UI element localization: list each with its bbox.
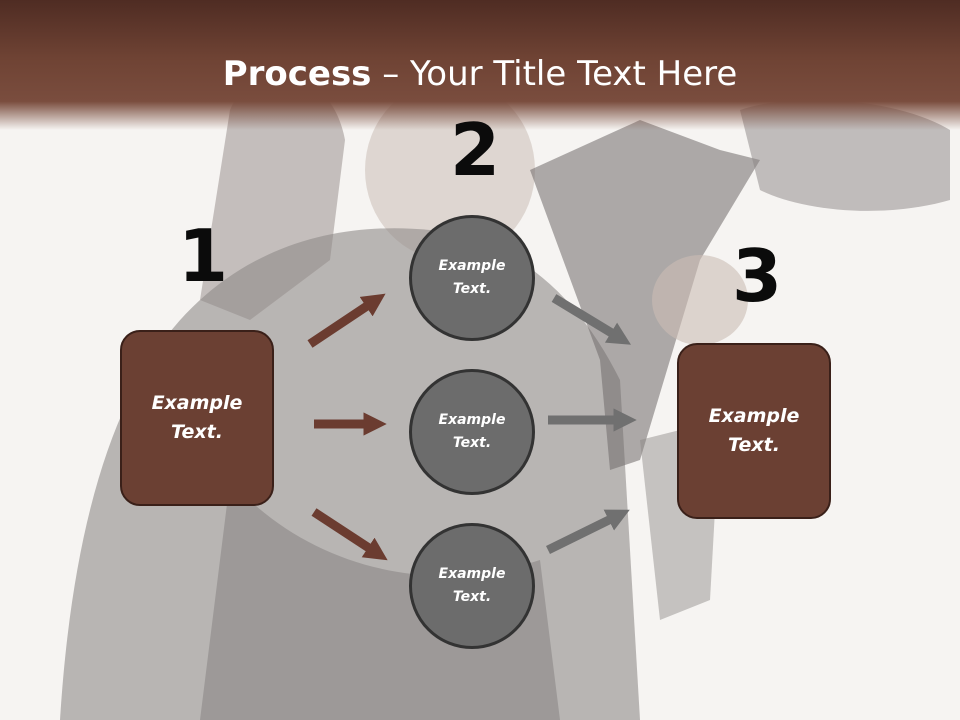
arrow-right-top — [551, 294, 632, 345]
slide-title: Process – Your Title Text Here — [0, 52, 960, 96]
step-3-text: Example Text. — [708, 405, 800, 456]
middle-circle-center-text: Example Text. — [438, 412, 506, 451]
arrow-right-bottom — [546, 509, 630, 555]
step-3-box: Example Text. — [677, 343, 831, 519]
middle-circle-top: Example Text. — [409, 215, 535, 341]
middle-circle-bottom: Example Text. — [409, 523, 535, 649]
step-number-3: 3 — [732, 234, 783, 318]
step-1-box: Example Text. — [120, 330, 274, 506]
title-bar — [0, 0, 960, 130]
middle-circle-bottom-text: Example Text. — [438, 566, 506, 605]
arrow-left-top — [307, 293, 386, 348]
arrow-left-bottom — [311, 508, 388, 561]
step-number-2: 2 — [450, 108, 501, 192]
step-1-text: Example Text. — [151, 392, 243, 443]
title-rest: – Your Title Text Here — [371, 54, 738, 94]
step-number-1: 1 — [178, 214, 229, 298]
middle-circle-top-text: Example Text. — [438, 258, 506, 297]
middle-circle-center: Example Text. — [409, 369, 535, 495]
title-bold: Process — [222, 54, 372, 94]
